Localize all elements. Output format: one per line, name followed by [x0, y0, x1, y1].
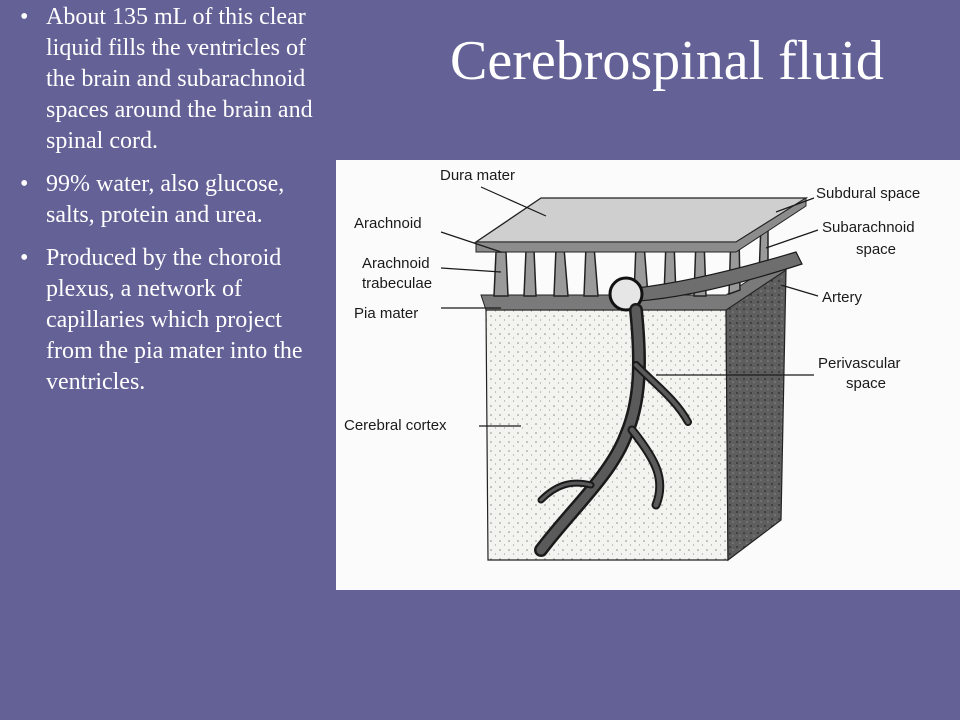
leader-lines — [440, 186, 819, 427]
bullet-item-volume: • About 135 mL of this clear liquid fills… — [20, 2, 320, 157]
cortex-side-face — [725, 268, 787, 562]
penetrating-vessel — [534, 303, 692, 557]
label-arachnoid: Arachnoid — [354, 215, 422, 232]
label-perivascular-space-line1: Perivascular — [818, 355, 901, 372]
bullet-item-composition: • 99% water, also glucose, salts, protein… — [20, 169, 320, 231]
bullet-text: About 135 mL of this clear liquid fills … — [46, 4, 313, 154]
meninges-diagram: Dura mater Arachnoid Arachnoid trabecula… — [336, 160, 960, 590]
label-arachnoid-trabeculae-line1: Arachnoid — [362, 255, 430, 272]
bullet-text: 99% water, also glucose, salts, protein … — [46, 171, 285, 228]
label-pia-mater: Pia mater — [354, 305, 418, 322]
bullet-list: • About 135 mL of this clear liquid fills… — [20, 2, 320, 410]
artery-vessel — [615, 251, 803, 303]
slide-title: Cerebrospinal fluid — [450, 30, 884, 92]
cortex-front-face — [485, 309, 729, 561]
label-perivascular-space-line2: space — [846, 375, 886, 392]
bullet-item-production: • Produced by the choroid plexus, a netwo… — [20, 243, 320, 398]
label-dura-mater: Dura mater — [440, 167, 515, 184]
bullet-marker: • — [20, 245, 29, 271]
label-arachnoid-trabeculae-line2: trabeculae — [362, 275, 432, 292]
bullet-marker: • — [20, 4, 29, 30]
label-cerebral-cortex: Cerebral cortex — [344, 417, 447, 434]
meninges-illustration: Dura mater Arachnoid Arachnoid trabecula… — [344, 167, 920, 562]
bullet-text: Produced by the choroid plexus, a networ… — [46, 245, 303, 395]
label-subdural-space: Subdural space — [816, 185, 920, 202]
label-subarachnoid-space-line2: space — [856, 241, 896, 258]
dura-mater-edge — [475, 197, 807, 253]
label-artery: Artery — [822, 289, 863, 306]
bullet-marker: • — [20, 171, 29, 197]
artery-cross-section — [608, 276, 644, 312]
label-subarachnoid-space-line1: Subarachnoid — [822, 219, 915, 236]
